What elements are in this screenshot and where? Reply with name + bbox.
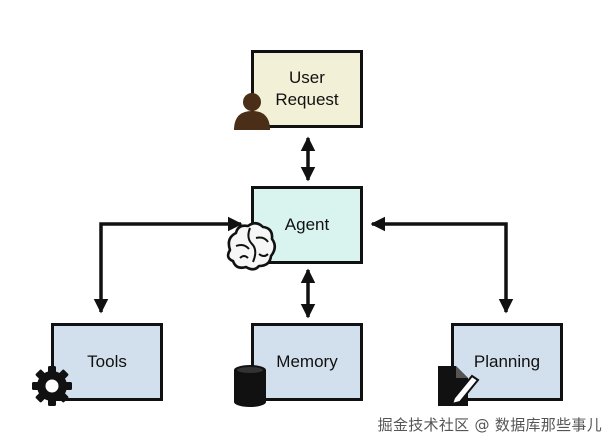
- connector-agent-planning: [370, 216, 514, 314]
- planning-label: Planning: [473, 352, 541, 371]
- user-request-label-line1: User: [289, 68, 325, 87]
- agent-label: Agent: [284, 215, 330, 234]
- connector-agent-tools: [93, 216, 243, 314]
- agent-node: Agent: [251, 186, 363, 264]
- watermark: 掘金技术社区 @ 数据库那些事儿: [377, 416, 602, 434]
- memory-node: Memory: [251, 323, 363, 401]
- planning-node: Planning: [451, 323, 563, 401]
- memory-label: Memory: [276, 352, 338, 371]
- user-request-node: User Request: [251, 50, 363, 128]
- tools-node: Tools: [51, 323, 163, 401]
- tools-label: Tools: [87, 352, 127, 371]
- user-request-label-line2: Request: [275, 90, 339, 109]
